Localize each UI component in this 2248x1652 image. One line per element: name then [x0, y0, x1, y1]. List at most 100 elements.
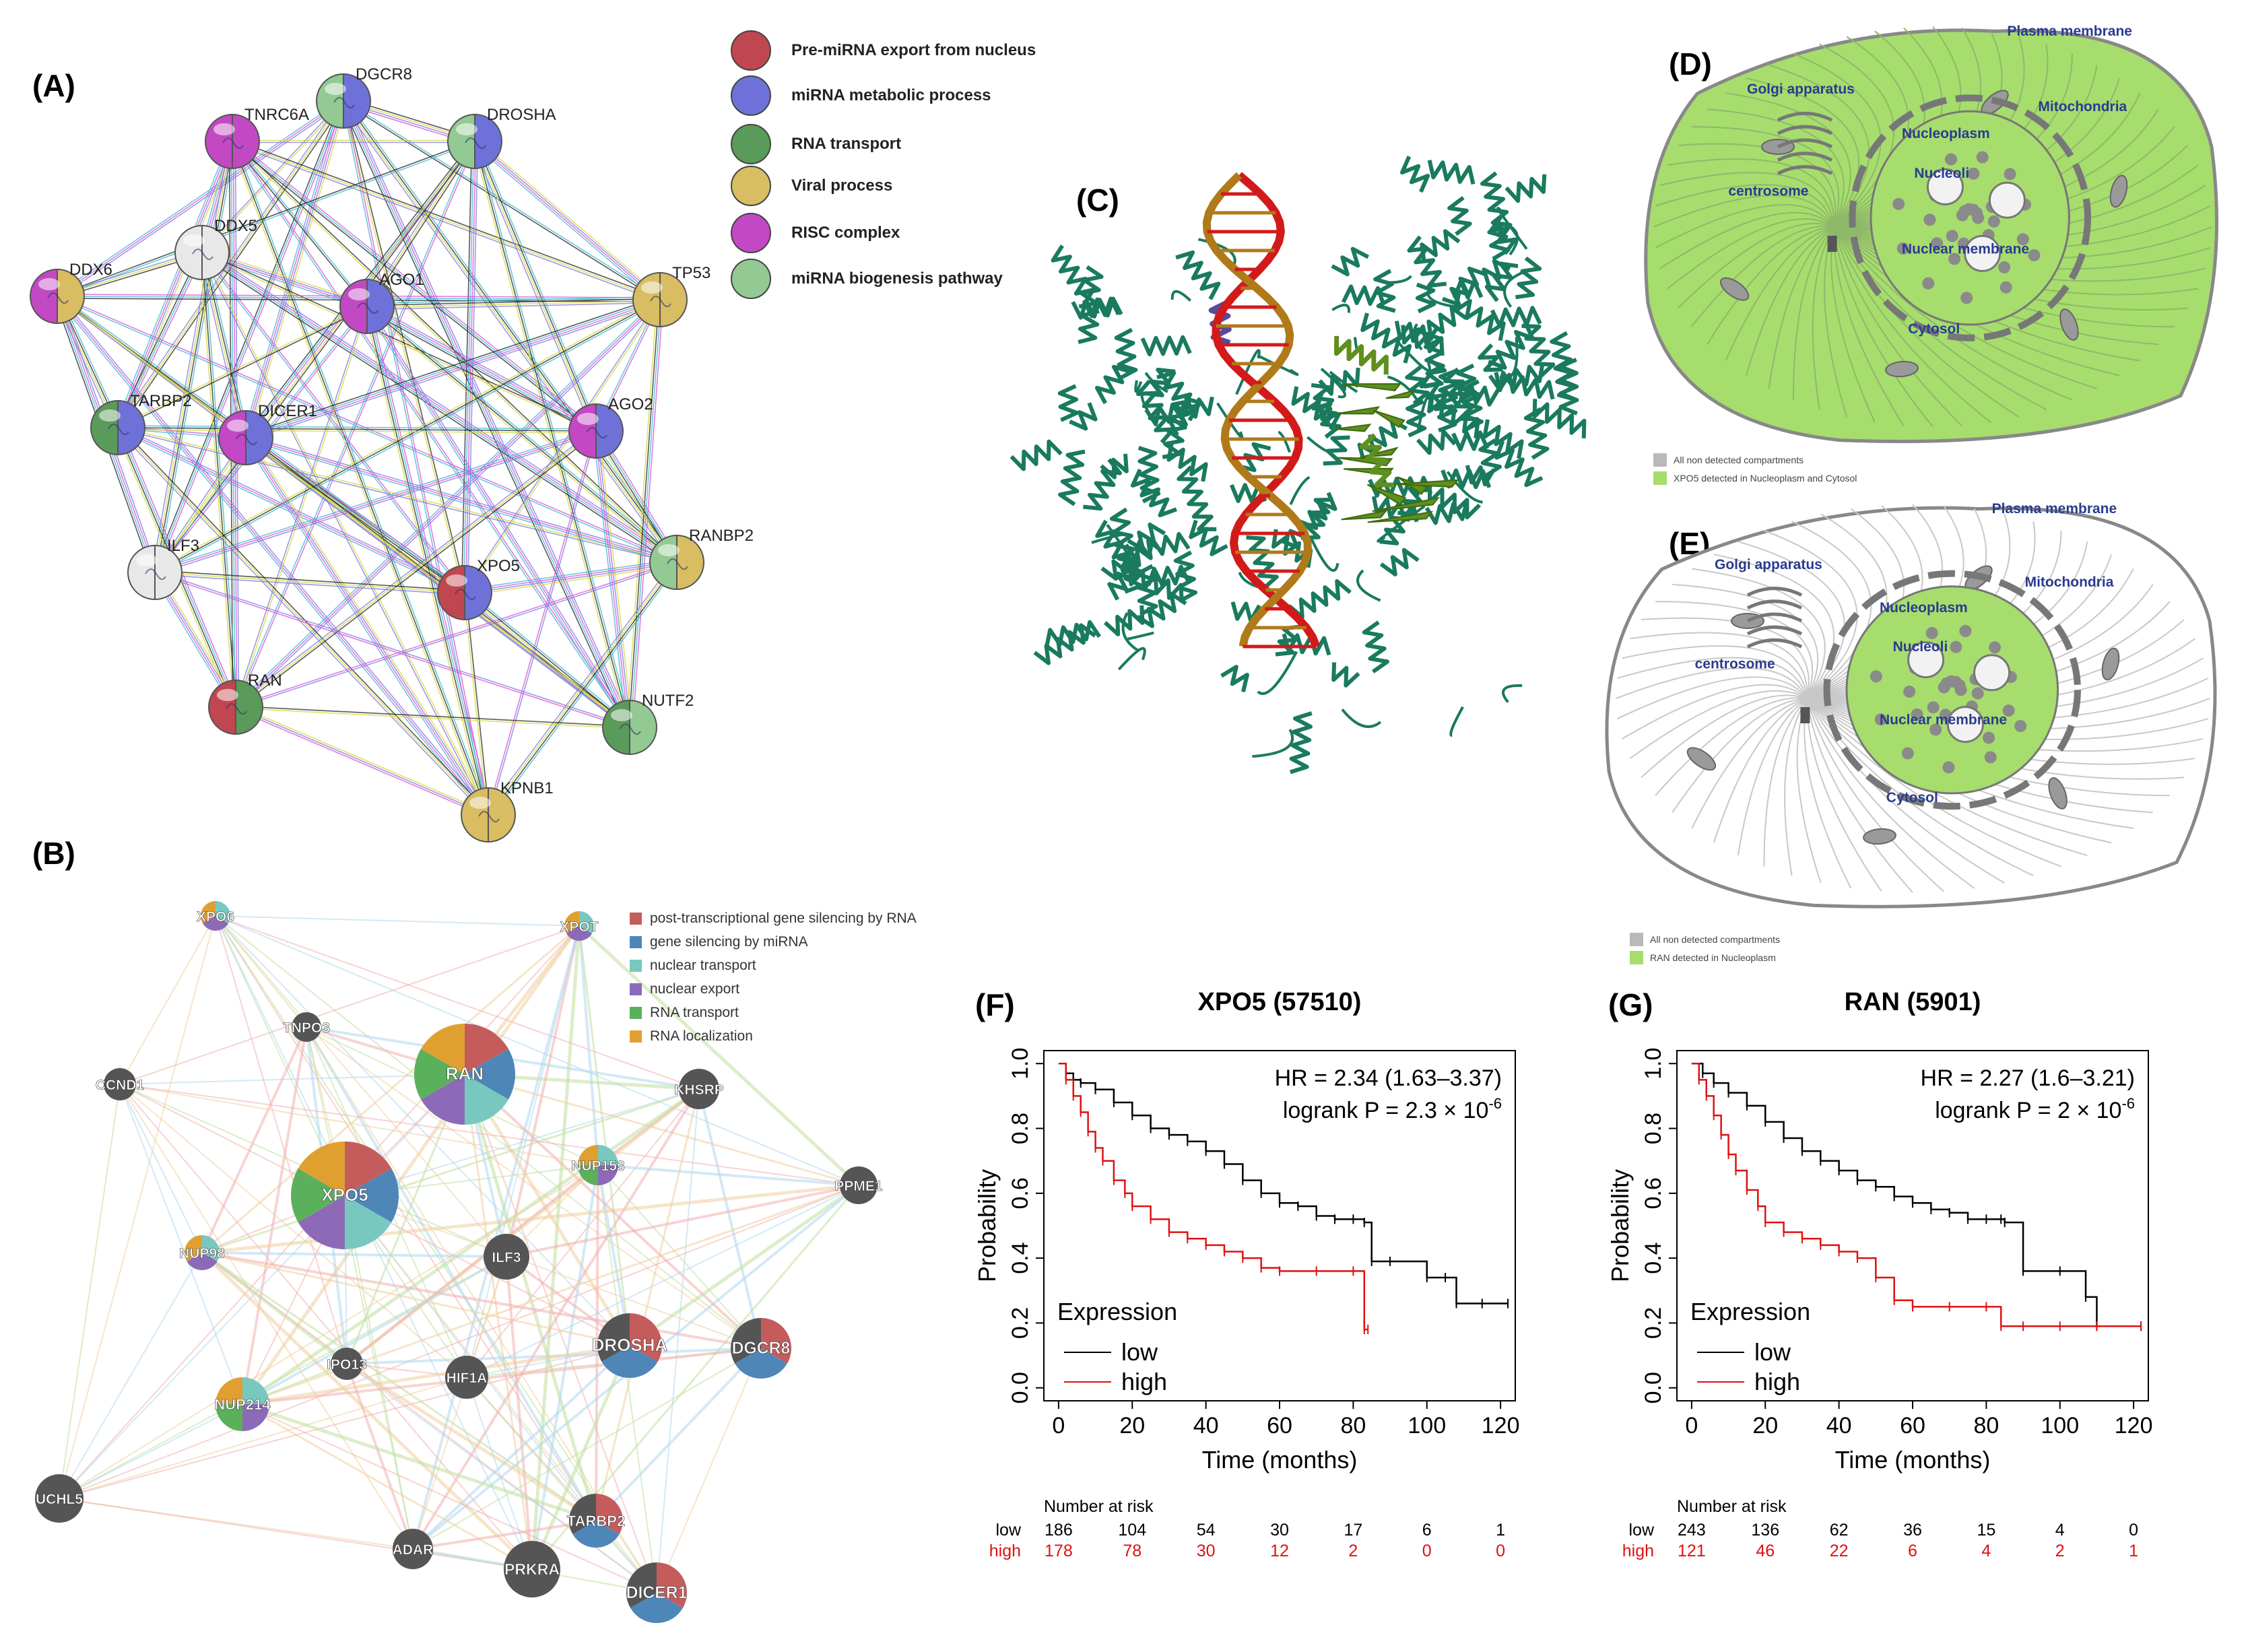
protein-helix	[1487, 222, 1511, 261]
protein-loop	[1127, 631, 1154, 640]
network-edge	[242, 1347, 762, 1406]
node-half	[474, 113, 502, 170]
network-edge	[236, 704, 490, 814]
network-edge	[154, 100, 344, 573]
protein-loop	[1091, 533, 1126, 544]
node-structure-icon	[455, 589, 476, 601]
network-node-label: ILF3	[167, 537, 199, 555]
network-edge	[55, 98, 343, 296]
network-edge	[55, 297, 488, 817]
network-edge	[344, 1088, 700, 1196]
chromatin	[1896, 242, 1909, 255]
network-edge	[244, 100, 343, 438]
legend-a-item-5: RISC complex	[731, 213, 900, 253]
node-slice	[345, 1195, 392, 1249]
network-node-label: NUP98	[179, 1246, 225, 1261]
chromatin	[2028, 249, 2041, 261]
network-edge	[345, 1362, 597, 1523]
network-edge	[201, 1251, 507, 1258]
protein-loop	[1449, 706, 1464, 737]
network-edge	[487, 561, 677, 815]
network-node-nup98: NUP98	[179, 1235, 225, 1270]
network-edge	[242, 100, 341, 437]
network-edge	[244, 438, 488, 816]
network-node-label: KPNB1	[500, 779, 554, 797]
mitochondrion	[2059, 308, 2079, 341]
network-node-label: DDX6	[69, 261, 112, 279]
network-edge	[155, 570, 465, 591]
network-edge	[231, 141, 367, 308]
logrank-exponent: -6	[2121, 1095, 2135, 1112]
network-node-dicer1: DICER1	[626, 1562, 688, 1623]
network-edge	[235, 707, 630, 729]
network-edge	[578, 925, 599, 1166]
cell-label-nucleoplasm: Nucleoplasm	[1880, 600, 1968, 616]
protein-loop	[1502, 222, 1519, 256]
network-edge	[592, 431, 628, 728]
protein-helix	[1146, 564, 1191, 587]
cell-label-plasma-membrane: Plasma membrane	[1992, 501, 2117, 517]
network-node-label: TNRC6A	[244, 106, 309, 124]
chromatin	[1874, 713, 1887, 726]
protein-loop	[1121, 612, 1139, 652]
legend-a-item-4: Viral process	[731, 166, 892, 206]
network-node-label: CCND1	[96, 1078, 145, 1093]
protein-helix	[1373, 269, 1396, 313]
network-edge	[236, 705, 630, 727]
cytoskeleton-fiber	[1793, 53, 1882, 228]
cytoskeleton-fiber	[1738, 541, 1846, 699]
x-tick-label: 20	[1752, 1413, 1778, 1439]
protein-helix	[1423, 331, 1445, 376]
ran-beta-strand	[1336, 406, 1381, 415]
risk-value-high: 1	[2129, 1542, 2138, 1560]
network-edge	[155, 141, 234, 573]
network-edge	[465, 141, 477, 593]
cytoskeleton-fiber	[1713, 698, 1808, 843]
network-edge	[466, 1088, 700, 1378]
network-edge	[486, 430, 596, 815]
protein-helix	[1078, 309, 1100, 344]
network-edge	[59, 1084, 121, 1499]
protein-helix	[1416, 429, 1457, 455]
node-structure-icon	[650, 296, 671, 308]
y-tick-label: 0.2	[1007, 1307, 1033, 1339]
protein-helix	[1334, 335, 1389, 375]
risk-value-low: 6	[1422, 1521, 1432, 1540]
legend-b-item-2: gene silencing by miRNA	[630, 934, 808, 950]
risk-value-low: 30	[1270, 1521, 1289, 1540]
protein-helix	[1331, 246, 1370, 277]
protein-loop	[1289, 475, 1311, 505]
node-highlight	[99, 409, 121, 422]
network-node-label: XPOT	[560, 919, 598, 935]
network-edge	[231, 143, 660, 302]
panel-e-legend-green: RAN detected in Nucleoplasm	[1630, 951, 1776, 964]
network-edges	[54, 97, 680, 818]
risk-row-label-high: high	[1622, 1542, 1654, 1560]
legend-swatch-nuclear-transport	[630, 960, 642, 972]
cytoskeleton-fiber	[1806, 698, 1913, 893]
protein-helix	[1505, 174, 1547, 203]
node-structure-icon	[192, 249, 213, 261]
chromatin	[1911, 708, 1923, 721]
protein-loop	[1353, 337, 1358, 350]
network-edge	[475, 140, 661, 300]
network-edge	[201, 253, 596, 433]
network-edge	[202, 251, 597, 431]
network-node-label: RAN	[446, 1063, 484, 1084]
legend-b-item-3: nuclear transport	[630, 958, 756, 974]
chromatin	[2016, 233, 2029, 246]
node-half	[117, 399, 145, 456]
network-edge	[154, 140, 475, 572]
protein-helix	[1162, 399, 1191, 459]
nucleolus	[1946, 706, 1984, 744]
network-edge	[200, 255, 675, 566]
network-edge	[232, 141, 661, 300]
network-node-ppme1: PPME1	[834, 1166, 883, 1204]
node-circle	[35, 1474, 84, 1523]
panel-c-protein-structure	[1010, 156, 1587, 774]
node-circle	[445, 1356, 488, 1399]
protein-loop	[1426, 282, 1460, 309]
network-edge	[246, 302, 661, 442]
cytoskeleton-fiber	[1655, 601, 1814, 699]
protein-loop	[1309, 537, 1340, 572]
